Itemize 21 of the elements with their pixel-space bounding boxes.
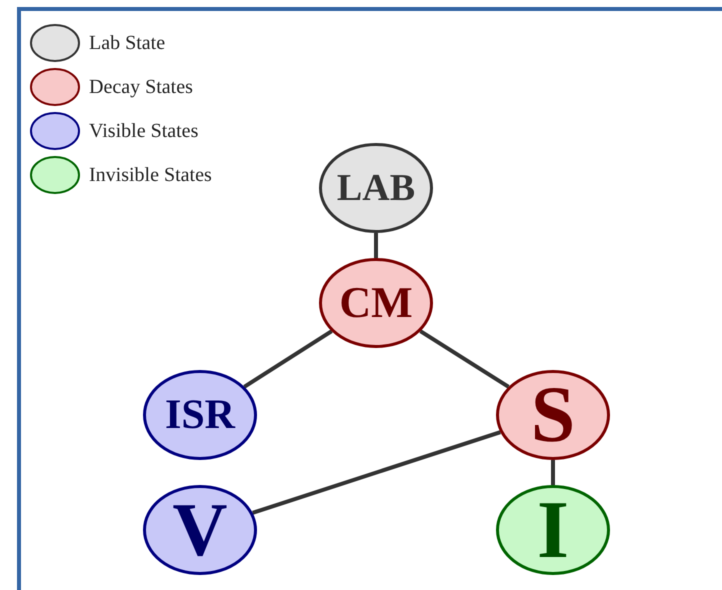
legend-label: Decay States xyxy=(89,76,193,98)
node-label: V xyxy=(172,492,228,568)
node-label: S xyxy=(530,375,576,455)
node-label: I xyxy=(537,489,569,571)
legend-label: Lab State xyxy=(89,32,166,54)
node-label: ISR xyxy=(164,394,236,436)
connector-line xyxy=(374,233,378,258)
node-label: LAB xyxy=(336,169,416,207)
state-node xyxy=(319,258,433,348)
state-node xyxy=(496,370,610,460)
node-label: CM xyxy=(339,281,413,325)
connector-line xyxy=(419,329,510,389)
legend-label: Visible States xyxy=(89,120,198,142)
connector-line xyxy=(551,460,555,485)
connector-line xyxy=(252,430,501,515)
connector-line xyxy=(243,330,333,388)
state-node xyxy=(496,485,610,575)
legend-label: Invisible States xyxy=(89,164,212,186)
state-node xyxy=(143,370,257,460)
state-node xyxy=(319,143,433,233)
state-node xyxy=(143,485,257,575)
